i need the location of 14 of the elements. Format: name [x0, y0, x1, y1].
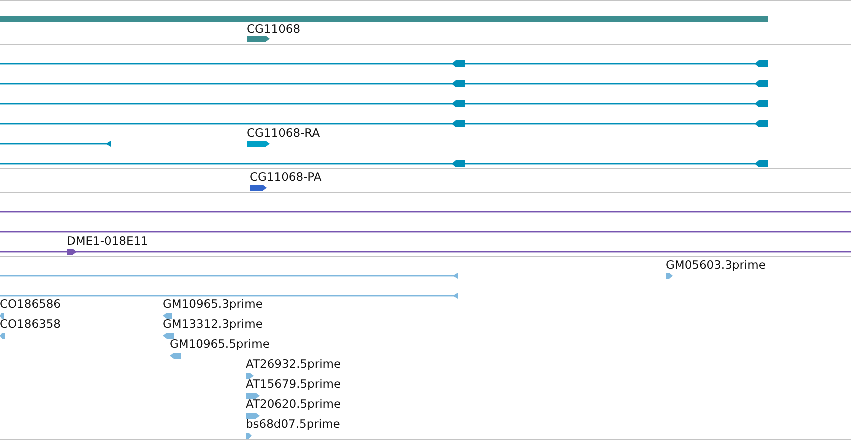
feature-label: AT20620.5prime — [246, 398, 342, 411]
feature-label: GM05603.3prime — [666, 259, 766, 272]
feature-label: GM13312.3prime — [163, 318, 263, 331]
feature-label: CO186586 — [0, 298, 61, 311]
feature-label: CG11068 — [247, 23, 301, 36]
feature-label: CG11068-PA — [250, 171, 322, 184]
feature-label: CG11068-RA — [247, 127, 320, 140]
feature-label: GM10965.3prime — [163, 298, 263, 311]
feature-label: DME1-018E11 — [67, 235, 148, 248]
feature-label: AT15679.5prime — [246, 378, 342, 391]
feature-label: AT26932.5prime — [246, 358, 342, 371]
feature-label: GM10965.5prime — [170, 338, 270, 351]
feature-label: bs68d07.5prime — [246, 418, 340, 431]
feature-label: CO186358 — [0, 318, 61, 331]
